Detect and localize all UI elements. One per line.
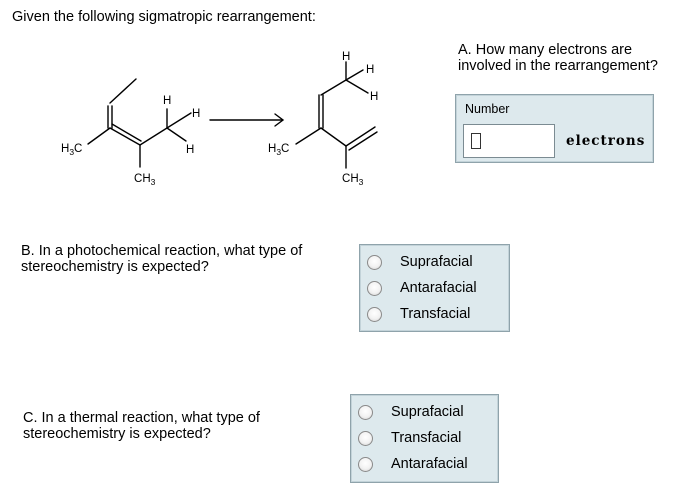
product-bond <box>345 126 376 147</box>
question-b-option-antarafacial[interactable]: Antarafacial <box>367 276 477 300</box>
reactant-bond <box>109 127 141 146</box>
reactant-bond <box>166 112 192 129</box>
option-label: Transfacial <box>391 430 462 446</box>
reactant-h-label: H <box>192 108 200 120</box>
radio-button[interactable] <box>367 254 382 270</box>
product-methyl-label: H3C <box>268 143 289 157</box>
number-label: Number <box>465 102 510 116</box>
product-methyl-label: CH3 <box>342 173 364 187</box>
option-label: Antarafacial <box>391 456 468 472</box>
question-b-option-transfacial[interactable]: Transfacial <box>367 302 470 326</box>
electrons-number-input[interactable] <box>463 124 555 158</box>
question-c-options: Suprafacial Transfacial Antarafacial <box>350 394 499 483</box>
question-b-options: Suprafacial Antarafacial Transfacial <box>359 244 510 332</box>
reactant-bond <box>109 78 137 104</box>
reactant-methyl-label: H3C <box>61 143 82 157</box>
question-b-line: B. In a photochemical reaction, what typ… <box>21 243 303 259</box>
question-a-line: involved in the rearrangement? <box>458 58 658 74</box>
question-b: B. In a photochemical reaction, what typ… <box>21 243 302 275</box>
question-b-option-suprafacial[interactable]: Suprafacial <box>367 250 473 274</box>
reactant-bond <box>166 127 187 142</box>
product-bond <box>320 127 347 147</box>
radio-button[interactable] <box>358 430 373 446</box>
radio-button[interactable] <box>367 280 382 296</box>
product-h-label: H <box>342 51 350 63</box>
electrons-unit-label: electrons <box>566 133 646 149</box>
question-a-line: A. How many electrons are <box>458 42 633 58</box>
radio-button[interactable] <box>367 306 382 322</box>
intro-text: Given the following sigmatropic rearrang… <box>12 9 316 25</box>
option-label: Antarafacial <box>400 280 477 296</box>
option-label: Suprafacial <box>400 254 473 270</box>
reactant-h-label: H <box>163 95 171 107</box>
product-bond <box>320 79 347 96</box>
question-c-option-transfacial[interactable]: Transfacial <box>358 426 461 450</box>
question-c-line: C. In a thermal reaction, what type of <box>23 410 260 426</box>
question-c-line: stereochemistry is expected? <box>23 426 211 442</box>
question-a: A. How many electrons are involved in th… <box>458 42 658 74</box>
reactant-bond <box>87 127 111 145</box>
product-bond <box>295 127 322 145</box>
reactant-h-label: H <box>186 144 194 156</box>
reaction-arrow-head <box>274 113 285 127</box>
question-c-option-suprafacial[interactable]: Suprafacial <box>358 400 464 424</box>
product-bond <box>348 131 378 151</box>
product-h-label: H <box>370 91 378 103</box>
question-c: C. In a thermal reaction, what type of s… <box>23 410 260 442</box>
reaction-scheme: H H H H3C CH3 H H H H3C CH3 <box>61 51 378 187</box>
product-bond <box>345 69 364 81</box>
reactant-bond <box>111 123 142 142</box>
product-h-label: H <box>366 64 374 76</box>
question-c-option-antarafacial[interactable]: Antarafacial <box>358 452 468 476</box>
product-bond <box>345 79 369 94</box>
radio-button[interactable] <box>358 456 373 472</box>
number-answer-box: Number electrons <box>455 94 654 163</box>
radio-button[interactable] <box>358 404 373 420</box>
input-cursor-box <box>471 133 481 149</box>
option-label: Transfacial <box>400 306 471 322</box>
option-label: Suprafacial <box>391 404 464 420</box>
question-b-line: stereochemistry is expected? <box>21 259 209 275</box>
reactant-methyl-label: CH3 <box>134 173 156 187</box>
reactant-bond <box>139 127 168 146</box>
